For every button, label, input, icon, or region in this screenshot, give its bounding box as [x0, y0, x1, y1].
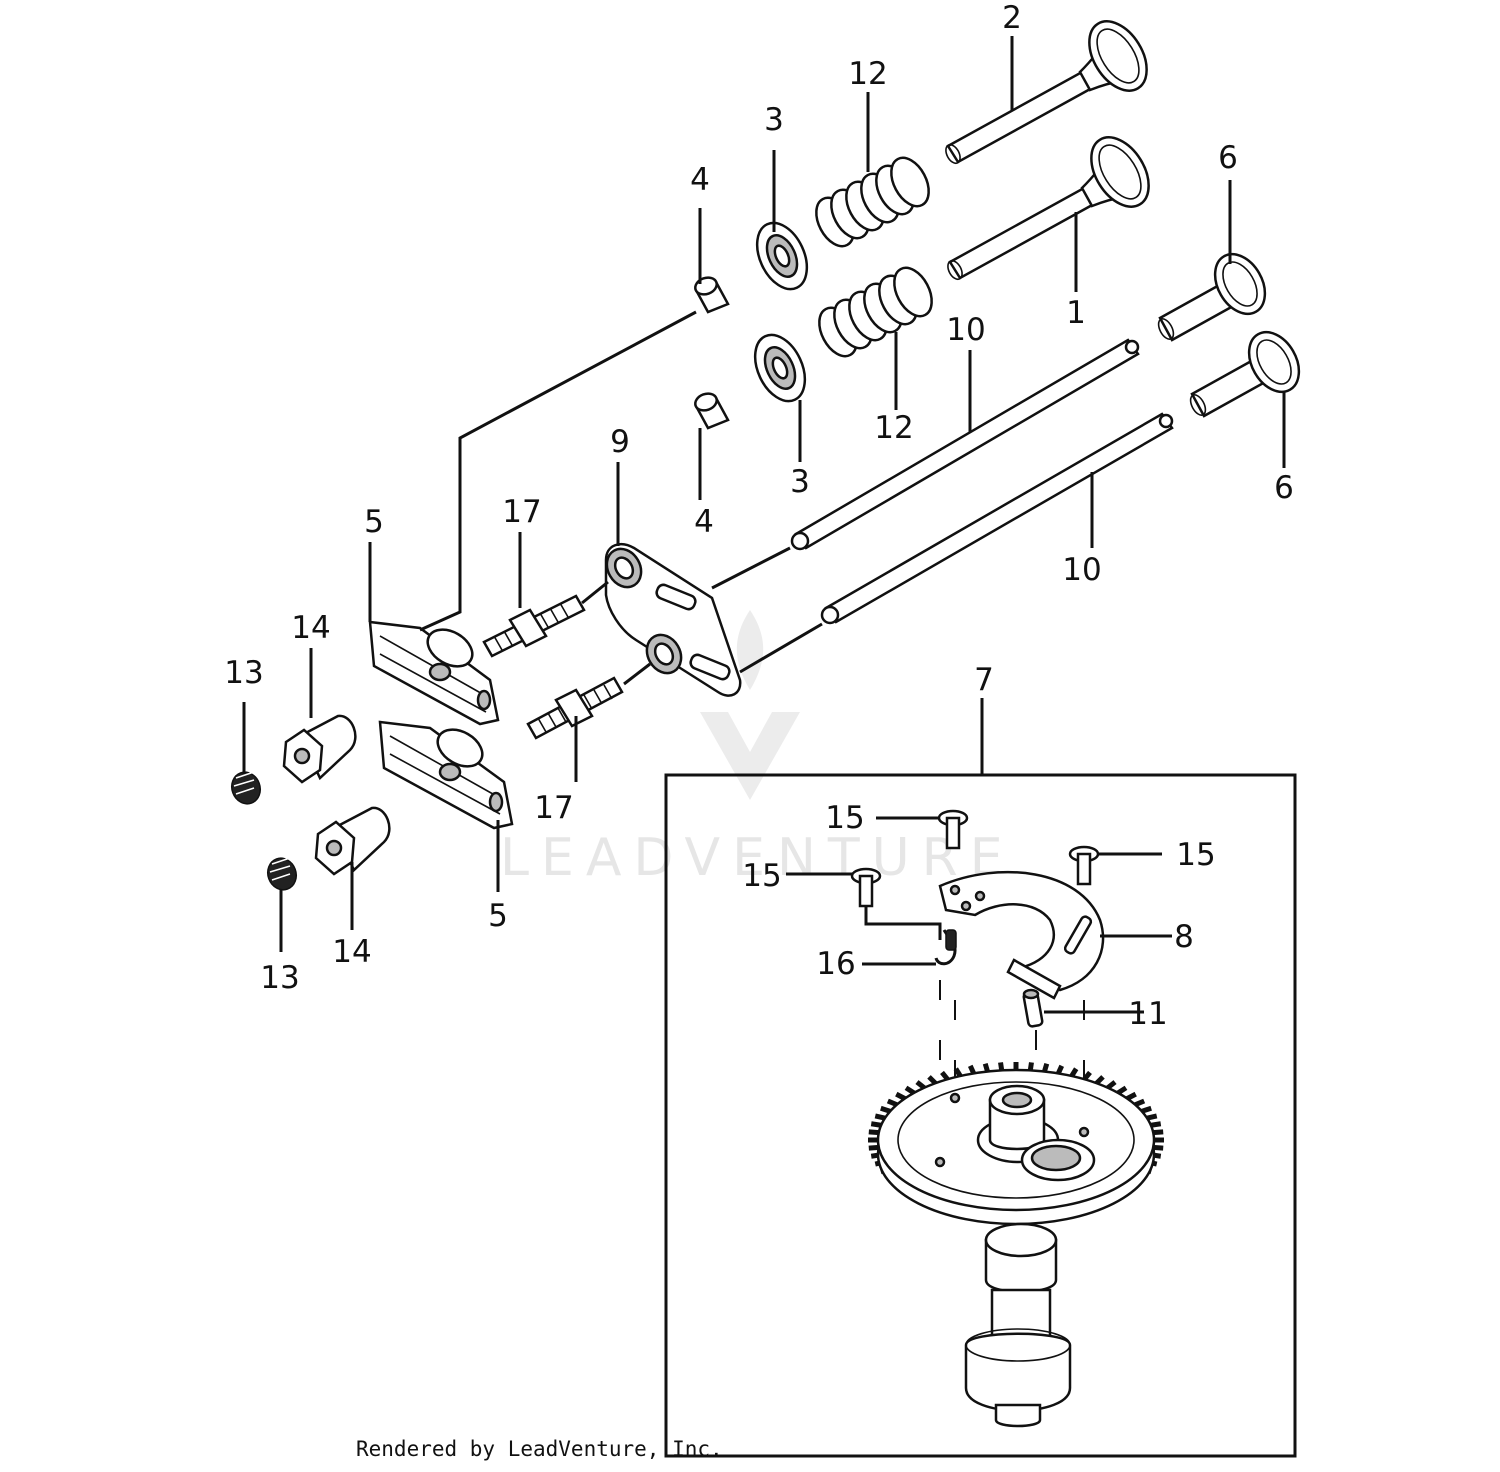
callout-1: 1 [1066, 295, 1086, 331]
callout-11: 11 [1128, 996, 1167, 1032]
callout-4-lower: 4 [694, 504, 714, 540]
callout-9: 9 [610, 424, 630, 460]
rocker-pivot-part-14-lower [314, 806, 391, 876]
rivet-part-15-top [937, 809, 969, 850]
push-rod-guide-plate-part-9 [604, 543, 742, 697]
rocker-pivot-part-14-upper [282, 714, 357, 784]
valve-intake-part-1 [947, 136, 1150, 281]
callout-5-lower: 5 [488, 898, 508, 934]
push-rod-part-10-upper [790, 338, 1140, 551]
lock-nut-part-13-upper [231, 771, 261, 805]
callout-15-right: 15 [1176, 837, 1215, 873]
callout-15-left: 15 [742, 858, 781, 894]
callout-17-upper: 17 [502, 494, 541, 530]
callout-labels: 2 12 3 4 6 1 10 12 3 6 9 4 17 5 10 14 13… [224, 0, 1294, 1032]
camshaft-part-7 [868, 1062, 1164, 1428]
lock-nut-part-13-lower [267, 857, 297, 891]
callout-4-upper: 4 [690, 162, 710, 198]
stud-part-17-upper [482, 594, 586, 658]
callout-13-lower: 13 [260, 960, 299, 996]
callout-12-upper: 12 [848, 56, 887, 92]
callout-14-upper: 14 [291, 610, 330, 646]
stud-part-17-lower [526, 676, 624, 740]
spring-retainer-part-3-upper [755, 221, 809, 291]
push-rod-part-10-lower [820, 412, 1174, 625]
spring-part-16 [934, 929, 957, 966]
footer-credit: Rendered by LeadVenture, Inc. [356, 1437, 723, 1461]
rivet-part-15-right [1068, 845, 1100, 886]
callout-2: 2 [1002, 0, 1022, 36]
leadventure-watermark: LEADVENTURE [500, 610, 1015, 888]
callout-12-lower: 12 [874, 410, 913, 446]
callout-3-lower: 3 [790, 464, 810, 500]
callout-7: 7 [974, 662, 994, 698]
callout-17-lower: 17 [534, 790, 573, 826]
rivet-part-15-left [850, 867, 882, 908]
callout-16: 16 [816, 946, 855, 982]
compression-release-plate-part-8 [938, 870, 1105, 1000]
callout-6-upper: 6 [1218, 140, 1238, 176]
tappet-part-6-lower [1189, 330, 1301, 418]
valve-exhaust-part-2 [945, 20, 1148, 165]
callout-13-upper: 13 [224, 655, 263, 691]
valve-spring-part-12-lower [818, 266, 933, 358]
callout-8: 8 [1174, 919, 1194, 955]
callout-10-lower: 10 [1062, 552, 1101, 588]
spring-retainer-part-3-lower [753, 333, 807, 403]
valve-cap-part-4-upper [694, 276, 730, 314]
callout-15-top: 15 [825, 800, 864, 836]
callout-leader-lines [242, 36, 1286, 1014]
watermark-text: LEADVENTURE [500, 828, 1015, 888]
tappet-part-6-upper [1157, 252, 1267, 342]
valve-cap-part-4-lower [694, 392, 730, 430]
rocker-arm-part-5-lower [378, 720, 514, 830]
rocker-arm-part-5-upper [368, 620, 500, 726]
pin-part-11 [1022, 988, 1044, 1028]
callout-6-lower: 6 [1274, 470, 1294, 506]
callout-14-lower: 14 [332, 934, 371, 970]
callout-10-upper: 10 [946, 312, 985, 348]
valve-spring-part-12-upper [815, 156, 930, 248]
callout-3-upper: 3 [764, 102, 784, 138]
callout-5-upper: 5 [364, 504, 384, 540]
